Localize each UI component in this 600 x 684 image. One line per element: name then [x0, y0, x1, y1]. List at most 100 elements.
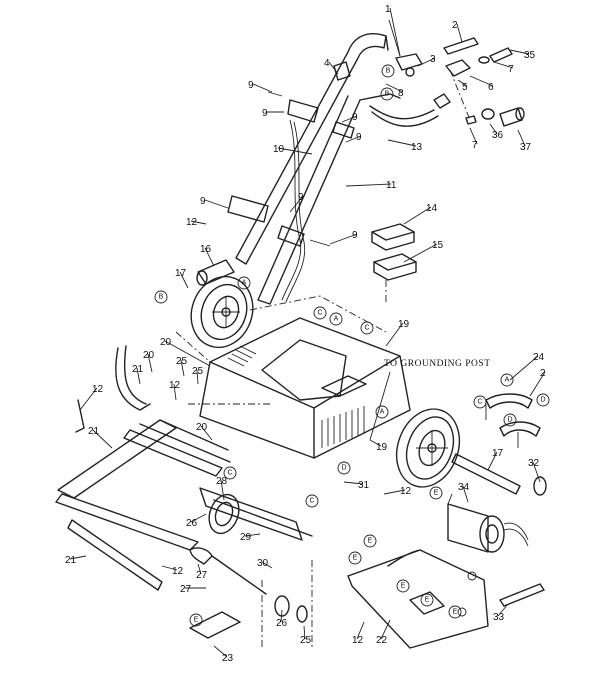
leader-line [469, 127, 478, 145]
leader-line [173, 383, 177, 401]
circled-letter-c: C [313, 306, 327, 320]
circled-letter-text: A [380, 409, 385, 416]
leader-line [462, 485, 469, 503]
circle-outline [348, 551, 362, 565]
main-housing [175, 295, 411, 459]
leader-line [509, 355, 539, 381]
part-label-12a: 12 [186, 217, 198, 228]
circled-letter-a: A [329, 312, 343, 326]
motor [447, 493, 529, 553]
part-label-27a: 27 [196, 570, 208, 581]
leader-line [529, 371, 546, 397]
part-label-13: 13 [411, 142, 423, 153]
circled-letter-d: D [503, 413, 517, 427]
circle-outline [154, 290, 168, 304]
leader-line [403, 243, 438, 263]
circled-letter-text: A [505, 377, 510, 384]
circle-outline [396, 579, 410, 593]
circled-letter-text: E [453, 609, 458, 616]
leader-line [532, 461, 541, 483]
part-label-21b: 21 [88, 426, 100, 437]
part-label-26b: 26 [276, 618, 288, 629]
part-label-28: 28 [216, 476, 228, 487]
circle-outline [380, 87, 394, 101]
part-label-10: 10 [273, 144, 285, 155]
part-label-12e: 12 [172, 566, 184, 577]
leader-line [179, 271, 189, 289]
part-label-24: 24 [533, 352, 545, 363]
leader-line [136, 367, 141, 385]
part-label-2b: 2 [540, 368, 546, 379]
part-label-12d: 12 [400, 486, 412, 497]
part-label-33: 33 [493, 612, 505, 623]
circled-letter-text: E [353, 555, 358, 562]
part-label-21c: 21 [65, 555, 77, 566]
leader-line [328, 61, 339, 75]
leader-line [147, 353, 153, 373]
circled-letter-e: E [429, 486, 443, 500]
part-label-31: 31 [358, 480, 370, 491]
part-label-34: 34 [458, 482, 470, 493]
circled-letter-text: B [385, 91, 390, 98]
circled-letter-text: E [401, 583, 406, 590]
circle-outline [237, 276, 251, 290]
circle-outline [223, 466, 237, 480]
left-wheel [190, 259, 254, 349]
part-label-35: 35 [524, 50, 536, 61]
part-label-25c: 25 [300, 635, 312, 646]
circled-letter-text: C [309, 498, 314, 505]
circle-outline [448, 605, 462, 619]
part-label-9g: 9 [352, 230, 358, 241]
leader-line [204, 247, 215, 267]
circled-letter-text: D [341, 465, 346, 472]
leader-line [356, 621, 365, 640]
part-label-12c: 12 [92, 384, 104, 395]
leader-line [345, 183, 392, 187]
part-label-16: 16 [200, 244, 212, 255]
leader-line [190, 220, 207, 225]
circle-outline [375, 405, 389, 419]
circle-outline [381, 64, 395, 78]
leader-line [456, 23, 463, 43]
circle-outline [189, 613, 203, 627]
leader-line [493, 61, 514, 69]
leader-line [213, 645, 228, 658]
circled-letter-c: C [223, 466, 237, 480]
circle-outline [429, 486, 443, 500]
part-label-7b: 7 [472, 140, 478, 151]
circled-letter-text: D [507, 417, 512, 424]
leader-line [200, 425, 213, 441]
leader-line [197, 563, 202, 575]
leader-line [385, 83, 404, 93]
circled-letter-d: D [337, 461, 351, 475]
part-label-19b: 19 [376, 442, 388, 453]
part-label-7a: 7 [508, 64, 514, 75]
circle-outline [500, 373, 514, 387]
part-label-4: 4 [324, 58, 330, 69]
part-label-9e: 9 [200, 196, 206, 207]
leader-line [509, 49, 530, 55]
part-label-9d: 9 [356, 132, 362, 143]
leader-line [303, 625, 306, 640]
leader-line [164, 340, 211, 367]
part-label-12b: 12 [169, 380, 181, 391]
part-label-20a: 20 [160, 337, 172, 348]
part-label-6: 6 [488, 82, 494, 93]
part-label-29: 29 [240, 532, 252, 543]
leader-line [92, 429, 113, 449]
part-label-5: 5 [462, 82, 468, 93]
grounding-note: TO GROUNDING POST [384, 359, 491, 369]
circled-letter-text: E [194, 617, 199, 624]
circled-letter-text: E [434, 490, 439, 497]
leader-line [289, 195, 304, 213]
circle-outline [503, 413, 517, 427]
leader-line [280, 609, 283, 623]
leader-line [69, 555, 87, 560]
part-label-20b: 20 [143, 350, 155, 361]
circled-letter-c: C [360, 321, 374, 335]
leader-line [341, 115, 358, 123]
leader-lines [69, 7, 546, 658]
